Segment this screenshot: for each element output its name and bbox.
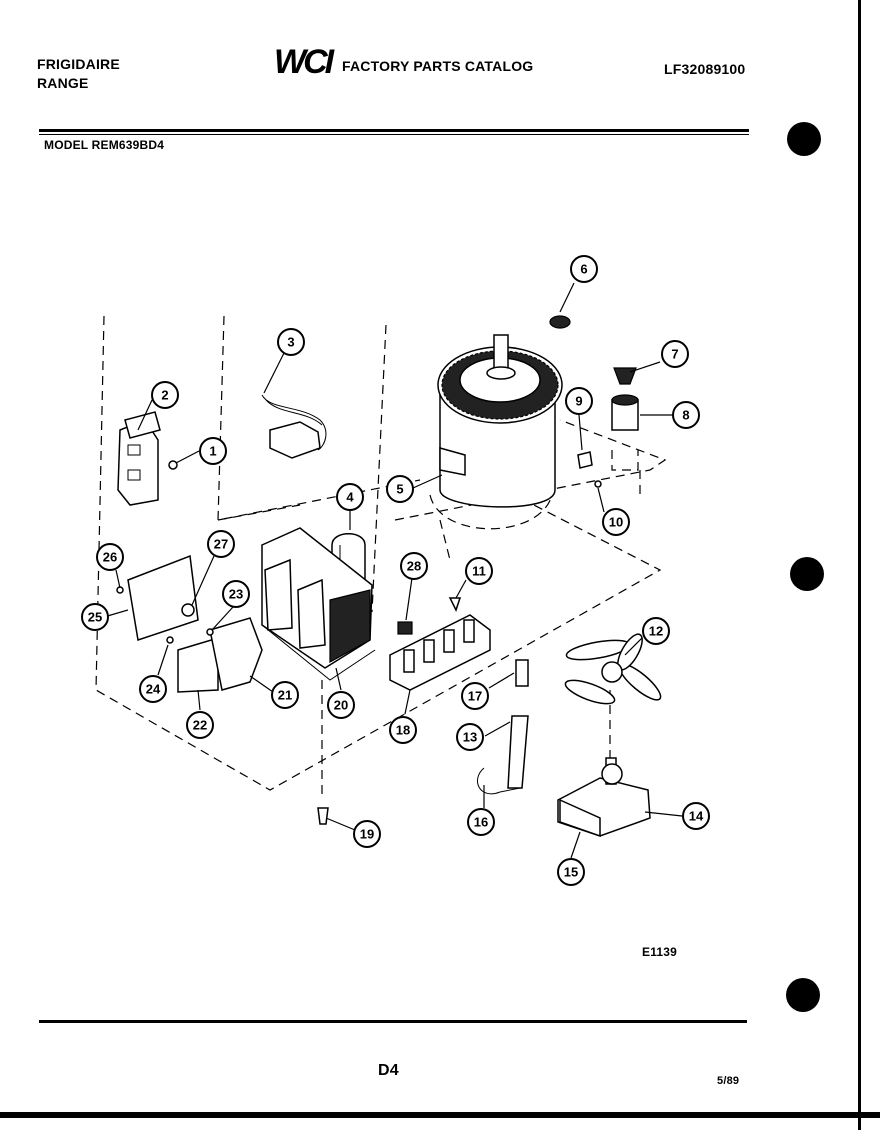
brand-name: FRIGIDAIRE — [37, 56, 120, 72]
small-fastener-parts — [577, 451, 602, 488]
callout-leaders — [103, 282, 683, 859]
callout-26: 26 — [96, 543, 124, 571]
callout-23: 23 — [222, 580, 250, 608]
svg-text:12: 12 — [649, 624, 663, 639]
screw-19-part — [317, 807, 329, 825]
callout-5: 5 — [386, 475, 414, 503]
callout-6: 6 — [570, 255, 598, 283]
svg-text:2: 2 — [161, 388, 168, 403]
svg-text:8: 8 — [682, 408, 689, 423]
fan-motor-part — [557, 757, 651, 838]
date-code: 5/89 — [717, 1075, 740, 1087]
catalog-title: FACTORY PARTS CATALOG — [342, 58, 534, 74]
callout-11: 11 — [465, 557, 493, 585]
svg-text:26: 26 — [103, 550, 117, 565]
catalog-number: LF32089100 — [664, 61, 746, 77]
callout-2: 2 — [151, 381, 179, 409]
svg-text:3: 3 — [287, 335, 294, 350]
callout-13: 13 — [456, 723, 484, 751]
grommet-part — [397, 621, 413, 635]
diagram-id: E1139 — [642, 945, 678, 959]
svg-text:15: 15 — [564, 865, 578, 880]
footer-rule — [39, 1020, 747, 1023]
callout-12: 12 — [642, 617, 670, 645]
callout-4: 4 — [336, 483, 364, 511]
screw-part — [168, 460, 178, 470]
fan-bracket-part — [477, 715, 529, 795]
clip-part — [515, 659, 529, 687]
svg-text:11: 11 — [472, 564, 486, 579]
callout-15: 15 — [557, 858, 585, 886]
screw-11-part — [448, 597, 462, 612]
binder-hole-middle — [790, 557, 824, 591]
callout-1: 1 — [199, 437, 227, 465]
assembly-guide-lines — [95, 315, 667, 800]
motor-part — [437, 334, 563, 508]
svg-text:16: 16 — [474, 815, 488, 830]
nut-part — [549, 315, 571, 329]
cap-part — [613, 367, 637, 385]
callout-8: 8 — [672, 401, 700, 429]
wire-harness-part — [261, 394, 327, 459]
svg-text:13: 13 — [463, 730, 477, 745]
header-rule-thin — [39, 134, 749, 135]
callout-18: 18 — [389, 716, 417, 744]
svg-text:9: 9 — [575, 394, 582, 409]
svg-text:1: 1 — [209, 444, 216, 459]
callout-3: 3 — [277, 328, 305, 356]
svg-text:18: 18 — [396, 723, 410, 738]
svg-text:4: 4 — [346, 490, 354, 505]
header-rule — [39, 129, 749, 132]
callout-19: 19 — [353, 820, 381, 848]
page-edge-bottom — [0, 1112, 880, 1118]
model-number: MODEL REM639BD4 — [44, 138, 165, 152]
callout-10: 10 — [602, 508, 630, 536]
callout-28: 28 — [400, 552, 428, 580]
page-code: D4 — [378, 1062, 399, 1079]
svg-text:20: 20 — [334, 698, 348, 713]
svg-text:5: 5 — [396, 482, 403, 497]
callout-20: 20 — [327, 691, 355, 719]
svg-text:17: 17 — [468, 689, 482, 704]
product-type: RANGE — [37, 75, 89, 91]
svg-text:23: 23 — [229, 587, 243, 602]
callout-25: 25 — [81, 603, 109, 631]
terminal-block-part — [389, 614, 491, 691]
callout-27: 27 — [207, 530, 235, 558]
page-edge-right — [858, 0, 861, 1130]
bracket-part — [117, 411, 161, 506]
binder-hole-bottom — [786, 978, 820, 1012]
svg-text:28: 28 — [407, 559, 421, 574]
catalog-logo: WCI — [274, 43, 334, 81]
callout-17: 17 — [461, 682, 489, 710]
callout-9: 9 — [565, 387, 593, 415]
mounting-bracket-parts — [177, 617, 263, 693]
transformer-part — [261, 527, 376, 681]
svg-text:10: 10 — [609, 515, 623, 530]
svg-text:27: 27 — [214, 537, 228, 552]
callout-7: 7 — [661, 340, 689, 368]
callout-14: 14 — [682, 802, 710, 830]
callout-16: 16 — [467, 808, 495, 836]
small-hardware-parts — [116, 586, 214, 644]
callout-24: 24 — [139, 675, 167, 703]
svg-text:7: 7 — [671, 347, 678, 362]
svg-text:24: 24 — [146, 682, 161, 697]
callout-22: 22 — [186, 711, 214, 739]
binder-hole-top — [787, 122, 821, 156]
svg-text:6: 6 — [580, 262, 587, 277]
svg-text:19: 19 — [360, 827, 374, 842]
capacitor-part — [611, 394, 639, 471]
svg-text:22: 22 — [193, 718, 207, 733]
svg-text:14: 14 — [689, 809, 704, 824]
control-board-part — [127, 554, 199, 641]
svg-text:21: 21 — [278, 688, 292, 703]
svg-text:25: 25 — [88, 610, 102, 625]
callout-21: 21 — [271, 681, 299, 709]
